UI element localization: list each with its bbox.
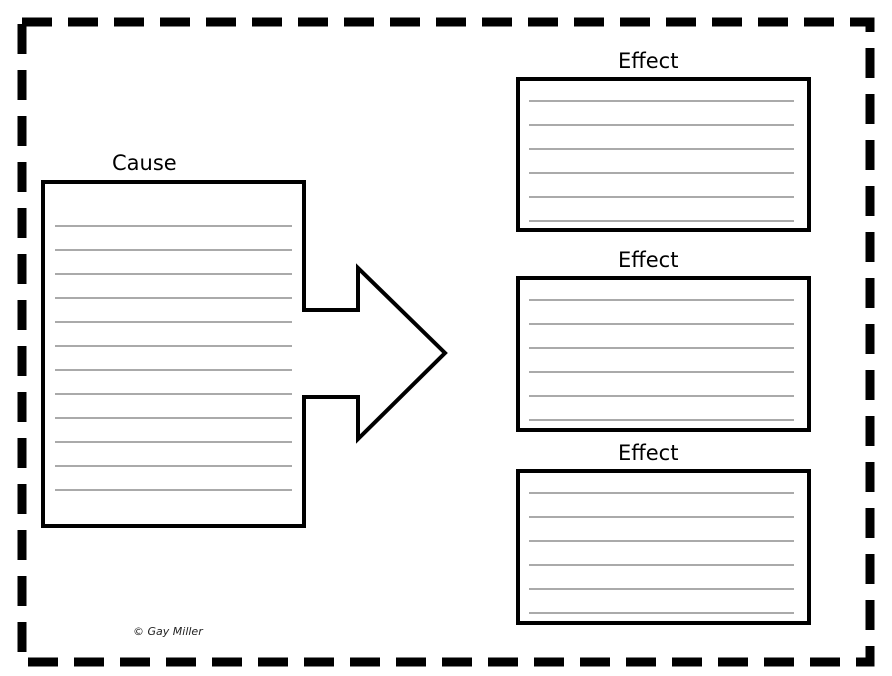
effect-label-3: Effect bbox=[618, 441, 679, 465]
cause-arrow-shape bbox=[41, 180, 448, 528]
effect-box-2[interactable] bbox=[516, 276, 811, 432]
effect-2-writing-lines bbox=[529, 299, 794, 421]
effect-label-2: Effect bbox=[618, 248, 679, 272]
effect-1-writing-lines bbox=[529, 100, 794, 222]
effect-box-3[interactable] bbox=[516, 469, 811, 625]
effect-3-writing-lines bbox=[529, 492, 794, 614]
cause-label: Cause bbox=[112, 151, 177, 175]
cause-writing-lines bbox=[55, 225, 292, 491]
copyright-credit: © Gay Miller bbox=[133, 625, 203, 638]
effect-box-1[interactable] bbox=[516, 77, 811, 232]
effect-label-1: Effect bbox=[618, 49, 679, 73]
dashed-border bbox=[17, 17, 875, 667]
